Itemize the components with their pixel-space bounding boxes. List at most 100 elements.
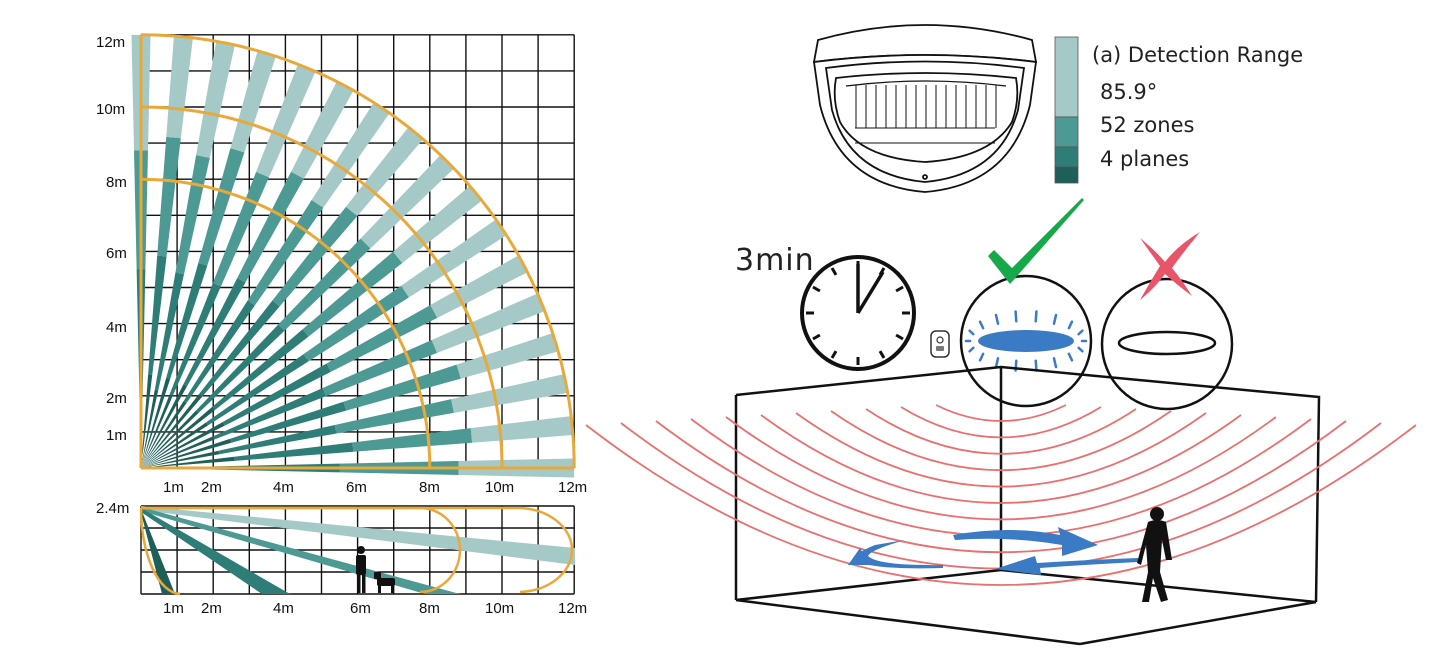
legend-swatch-light [1054, 36, 1079, 118]
beam-segment [343, 364, 461, 411]
beam-segment [218, 424, 337, 455]
sensor-dome-icon [812, 24, 1038, 193]
beam-segment [278, 238, 371, 331]
beam-segment [141, 374, 153, 468]
glow-ray [978, 320, 985, 330]
glow-ray [1067, 320, 1074, 330]
side-arc-near [139, 507, 181, 596]
x-label-12m: 12m [558, 479, 587, 496]
clock-tick [895, 333, 904, 341]
top-view-y-labels: 12m 10m 8m 6m 4m 2m 1m [96, 34, 127, 444]
clock-tick [830, 350, 838, 359]
glow-ray [1052, 313, 1058, 325]
beam-segment [247, 200, 324, 306]
clock-tick [812, 285, 821, 293]
detection-wave [900, 406, 1102, 439]
range-arc-8m [140, 177, 432, 469]
side-view-diagram: 2.4m 1m 2m 4m 6m 8m 10m 12m [96, 500, 587, 617]
side-y-label-2-4m: 2.4m [96, 500, 129, 517]
room-floor-front-left [735, 598, 1081, 646]
clock-tick [830, 267, 838, 276]
clock-tick [812, 333, 821, 341]
beam-segment [352, 428, 473, 452]
arrow-curve-head [848, 548, 870, 565]
glow-ray [994, 357, 1000, 369]
beam-segment [256, 64, 316, 178]
glow-ray [968, 346, 975, 353]
beam-segment [360, 155, 454, 249]
beam-segment [430, 255, 528, 318]
y-label-4m: 4m [106, 319, 127, 336]
person-icon [1137, 507, 1172, 602]
beam-segment [141, 406, 215, 468]
side-view-range-arcs [139, 506, 574, 596]
x-label-4m: 4m [273, 479, 294, 496]
beam-segment [291, 81, 354, 179]
legend-planes: 4 planes [1100, 147, 1189, 171]
beam-segment [401, 219, 507, 298]
side-x-label-8m: 8m [419, 600, 440, 617]
x-label-8m: 8m [419, 479, 440, 496]
detection-wave [935, 404, 1067, 422]
glow-ray [1067, 352, 1074, 362]
indicator-active [959, 274, 1093, 408]
glow-ray [1034, 359, 1038, 372]
beam-segment [212, 329, 309, 411]
beam-segment [166, 36, 193, 139]
beam-segment [213, 388, 327, 440]
dog-icon [374, 572, 395, 593]
side-x-label-12m: 12m [558, 600, 587, 617]
room [734, 365, 1321, 646]
beam-segment [183, 277, 246, 387]
side-arc-10m [141, 506, 462, 594]
side-x-label-1m: 1m [163, 600, 184, 617]
glow-ray [968, 329, 975, 336]
indicator-inactive [1100, 277, 1234, 411]
glow-ray [1077, 329, 1084, 336]
beam-segment [198, 148, 245, 266]
beam-segment [141, 421, 225, 468]
beam-segment [302, 251, 403, 337]
side-x-label-2m: 2m [201, 600, 222, 617]
arrow-left [995, 556, 1138, 575]
detection-waves [585, 404, 1417, 586]
beam-segment [431, 293, 545, 353]
legend-swatch-dark [1054, 146, 1079, 168]
legend-zones: 52 zones [1100, 113, 1194, 137]
beam-segment [141, 436, 216, 468]
y-label-8m: 8m [106, 174, 127, 191]
beam-segment [230, 401, 347, 443]
beam-segment [157, 136, 181, 257]
y-label-10m: 10m [96, 101, 125, 118]
top-view-x-labels: 1m 2m 4m 6m 8m 10m 12m [163, 479, 587, 496]
beam-segment [470, 416, 573, 443]
motion-arrows [848, 527, 1138, 575]
beam-segment [141, 410, 199, 468]
sensor-icon [930, 330, 950, 358]
room-top-edge [735, 365, 1321, 603]
glow-ray [1077, 346, 1084, 353]
clock-tick [878, 350, 886, 359]
beam-segment [303, 285, 409, 362]
beam-segment [198, 300, 280, 397]
detection-wave [865, 408, 1137, 455]
beam-segment [195, 324, 285, 414]
arrow-right [953, 527, 1098, 556]
beam-segment [345, 127, 424, 216]
clock-icon [800, 255, 916, 371]
top-view-diagram: 12m 10m 8m 6m 4m 2m 1m 1m 2m 4m 6m 8m 10… [96, 33, 587, 496]
x-label-1m: 1m [163, 479, 184, 496]
legend-swatch-mid [1054, 116, 1079, 148]
beam-segment [311, 102, 390, 208]
beam-segment [166, 262, 208, 379]
beam-segment [141, 377, 171, 468]
x-label-2m: 2m [201, 479, 222, 496]
arrow-curve [856, 540, 943, 569]
x-label-10m: 10m [485, 479, 514, 496]
room-floor-left [735, 568, 1002, 602]
side-x-label-6m: 6m [350, 600, 371, 617]
beam-segment [141, 422, 208, 468]
top-view-beams [131, 34, 575, 478]
y-label-6m: 6m [106, 245, 127, 262]
beam-segment [326, 305, 438, 372]
